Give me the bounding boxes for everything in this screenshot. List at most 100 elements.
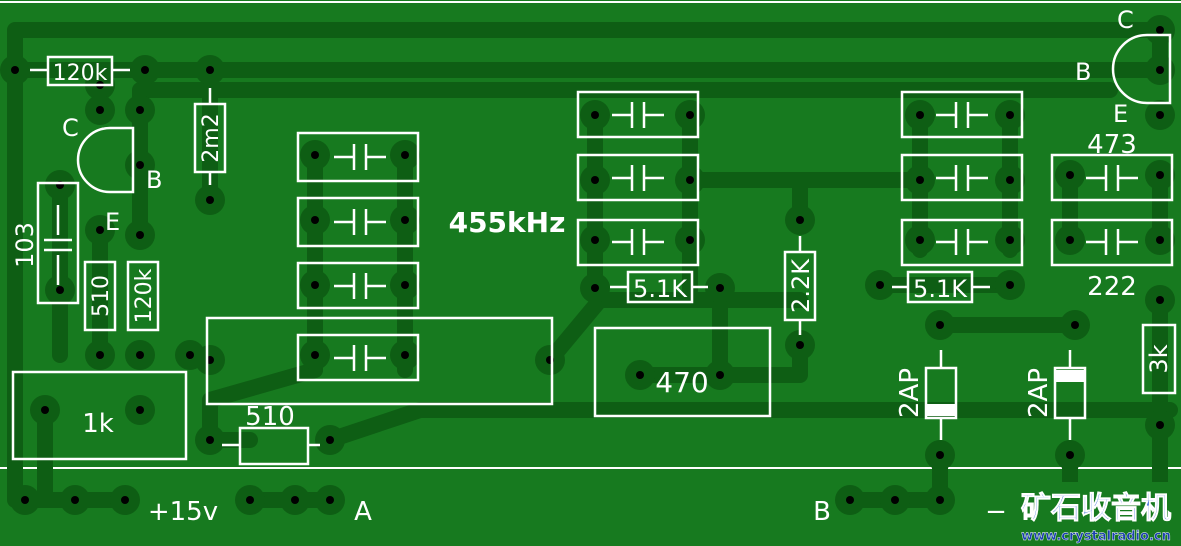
pad [580, 273, 610, 303]
label-r120kv: 120k [132, 268, 157, 323]
pad [625, 360, 655, 390]
label-r22k: 2.2K [787, 258, 815, 313]
pad [85, 340, 115, 370]
silkscreen [11, 33, 1177, 466]
capacitor-symbol [936, 229, 988, 255]
label-c103: 103 [11, 222, 39, 268]
pad [85, 215, 115, 245]
label-t1-c: C [62, 114, 79, 142]
capacitor-symbol [334, 209, 386, 235]
label-c473: 473 [1087, 130, 1137, 160]
pad [195, 185, 225, 215]
pad [580, 225, 610, 255]
pad [865, 270, 895, 300]
capacitor-symbol [612, 165, 664, 191]
pad [995, 165, 1025, 195]
pad [300, 340, 330, 370]
pad [995, 225, 1025, 255]
pad [1055, 440, 1085, 470]
watermark: 矿石收音机 www.crystalradio.cn [1010, 482, 1178, 544]
pad [580, 165, 610, 195]
pad [905, 225, 935, 255]
pad [785, 330, 815, 360]
pad [925, 440, 955, 470]
pad [390, 340, 420, 370]
pad [905, 100, 935, 130]
watermark-url: www.crystalradio.cn [1021, 529, 1171, 544]
label-pot-1k: 1k [82, 409, 114, 439]
pad [1145, 160, 1175, 190]
capacitor-symbol [334, 273, 386, 299]
pad [1055, 225, 1085, 255]
label-r510h: 510 [245, 402, 295, 432]
label-neg: − [985, 497, 1007, 527]
pad [85, 95, 115, 125]
label-t2-e: E [1113, 100, 1128, 128]
pad [880, 485, 910, 515]
label-supply: +15v [148, 497, 218, 527]
pad [10, 485, 40, 515]
label-d1: 2AP [895, 368, 925, 418]
label-pot-470: 470 [655, 366, 708, 399]
pad [300, 270, 330, 300]
pad [125, 340, 155, 370]
pad [125, 395, 155, 425]
label-out-a: A [354, 497, 372, 527]
pad [1145, 225, 1175, 255]
capacitor-symbol [334, 345, 386, 371]
watermark-title: 矿石收音机 [1021, 491, 1171, 526]
capacitor-symbols [334, 102, 1138, 371]
label-r-top: 120k [53, 61, 108, 86]
pad [315, 425, 345, 455]
pad [125, 95, 155, 125]
pad [60, 485, 90, 515]
pad [905, 165, 935, 195]
pad [995, 270, 1025, 300]
capacitor-symbol [612, 102, 664, 128]
capacitor-symbol [1086, 165, 1138, 191]
pad [785, 205, 815, 235]
capacitor-symbol [936, 165, 988, 191]
pad [705, 360, 735, 390]
pad [0, 55, 30, 85]
pad [300, 205, 330, 235]
pad [390, 270, 420, 300]
labels: 120k 2m2 C B E 103 510 120k 1k 510 455kH… [11, 6, 1173, 527]
diode2-band [1055, 370, 1085, 382]
pad [925, 310, 955, 340]
pad [45, 275, 75, 305]
pad [1145, 285, 1175, 315]
capacitor-symbol [1086, 229, 1138, 255]
capacitor-symbol [334, 144, 386, 170]
pad [1145, 15, 1175, 45]
pad [315, 485, 345, 515]
label-t2-b: B [1075, 58, 1091, 86]
pad [1145, 410, 1175, 440]
pad [280, 485, 310, 515]
pad [30, 395, 60, 425]
pad [705, 273, 735, 303]
pad [675, 165, 705, 195]
pad [1060, 310, 1090, 340]
pad [390, 140, 420, 170]
pad [45, 170, 75, 200]
pad [1145, 100, 1175, 130]
diode1-band [926, 404, 956, 416]
pad [675, 225, 705, 255]
label-r-2m2: 2m2 [199, 113, 224, 162]
label-r3k: 3k [1145, 344, 1173, 373]
pad [125, 220, 155, 250]
pad [390, 205, 420, 235]
pad [675, 100, 705, 130]
pad [925, 485, 955, 515]
pad [1055, 160, 1085, 190]
pad [300, 140, 330, 170]
pad [995, 100, 1025, 130]
capacitor-symbol [612, 229, 664, 255]
pad [195, 345, 225, 375]
label-t1-b: B [146, 166, 162, 194]
pad [1145, 55, 1175, 85]
capacitor-symbol [936, 102, 988, 128]
